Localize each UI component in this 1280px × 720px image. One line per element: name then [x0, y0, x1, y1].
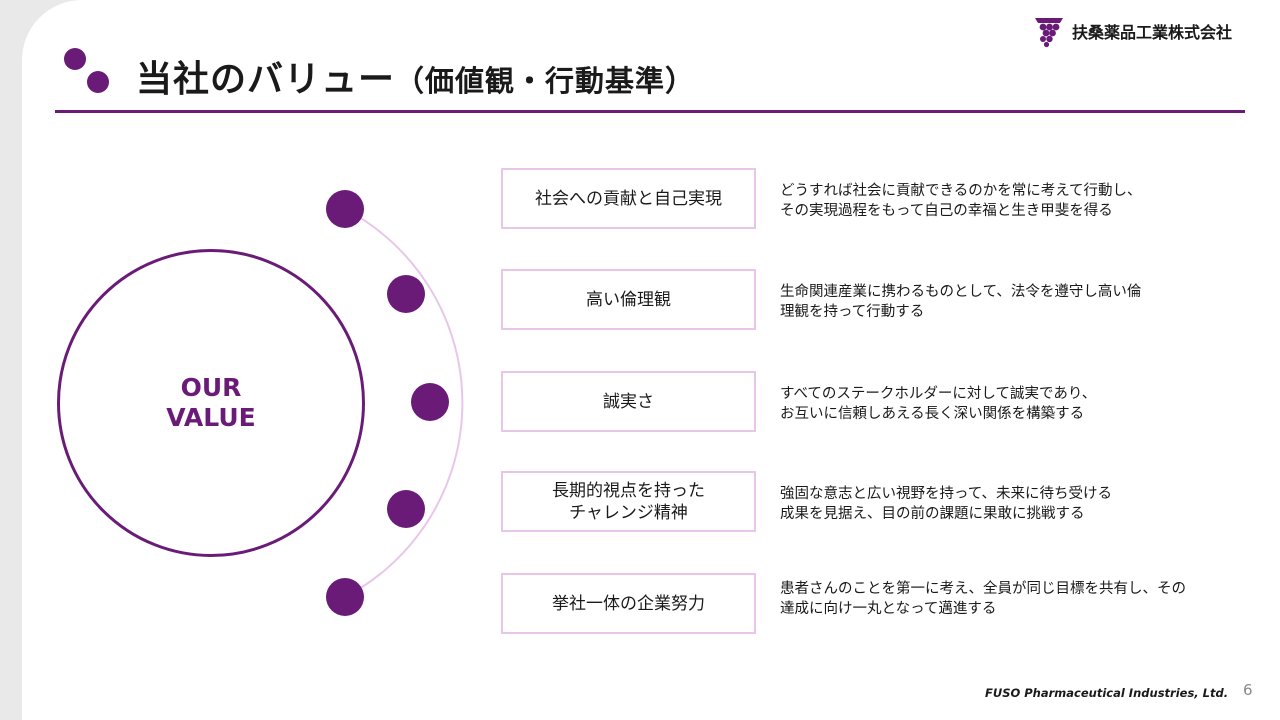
value-node — [326, 578, 364, 616]
grape-logo-icon — [1035, 18, 1063, 48]
value-box-sincerity: 誠実さ — [501, 371, 756, 432]
value-description: 患者さんのことを第一に考え、全員が同じ目標を共有し、その達成に向け一丸となって邁… — [780, 581, 1186, 617]
title-divider — [55, 110, 1245, 113]
our-value-label: OUR VALUE — [166, 373, 256, 432]
company-name: 扶桑薬品工業株式会社 — [1072, 23, 1233, 42]
value-box-challenge: 長期的視点を持ったチャレンジ精神 — [501, 471, 756, 532]
value-description: どうすれば社会に貢献できるのかを常に考えて行動し、その実現過程をもって自己の幸福… — [780, 183, 1142, 219]
value-description: 生命関連産業に携わるものとして、法令を遵守し高い倫理観を持って行動する — [780, 284, 1142, 320]
value-node — [387, 275, 425, 313]
value-box-ethics: 高い倫理観 — [501, 269, 756, 330]
company-logo: 扶桑薬品工業株式会社 — [1032, 14, 1232, 48]
value-node — [411, 383, 449, 421]
footer-company-name: FUSO Pharmaceutical Industries, Ltd. — [985, 686, 1229, 700]
our-value-circle: OUR VALUE — [57, 249, 365, 557]
page-number: 6 — [1243, 681, 1253, 699]
title-decoration-dot — [87, 71, 109, 93]
value-description: すべてのステークホルダーに対して誠実であり、お互いに信頼しあえる長く深い関係を構… — [780, 386, 1097, 422]
value-node — [326, 190, 364, 228]
title-decoration-dot — [64, 48, 86, 70]
value-description: 強固な意志と広い視野を持って、未来に待ち受ける成果を見据え、目の前の課題に果敢に… — [780, 486, 1113, 522]
value-node — [387, 490, 425, 528]
page-title: 当社のバリュー（価値観・行動基準） — [136, 59, 696, 100]
value-box-contribution: 社会への貢献と自己実現 — [501, 168, 756, 229]
value-box-teamwork: 挙社一体の企業努力 — [501, 573, 756, 634]
page-subtitle: （価値観・行動基準） — [395, 64, 696, 98]
